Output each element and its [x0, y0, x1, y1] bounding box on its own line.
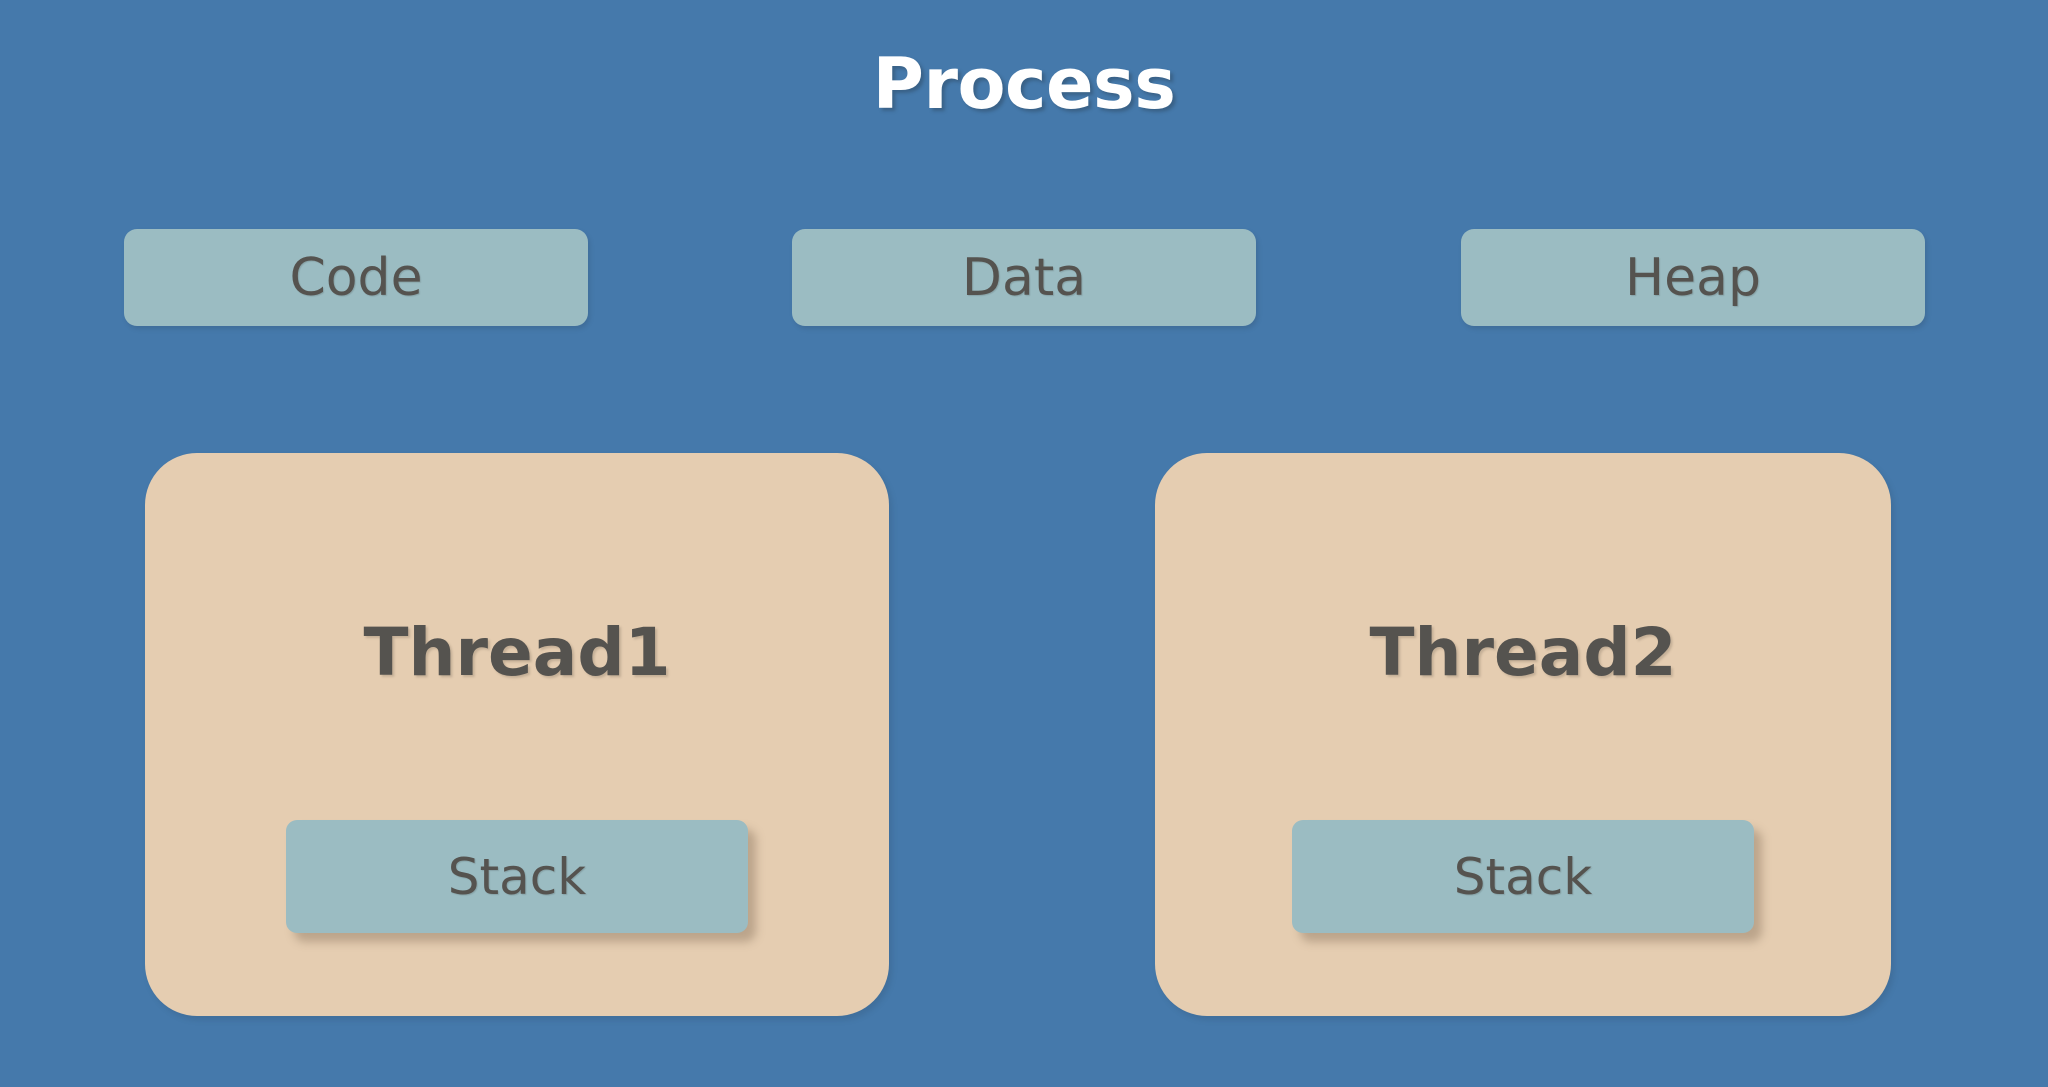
- thread2-stack-box: Stack: [1292, 820, 1754, 933]
- memory-segment-row: Code Data Heap: [0, 229, 2048, 326]
- memory-segment-code: Code: [124, 229, 588, 326]
- thread-card-thread1: Thread1 Stack: [145, 453, 889, 1016]
- memory-segment-heap-label: Heap: [1625, 247, 1761, 308]
- thread1-title: Thread1: [363, 614, 671, 691]
- thread2-stack-label: Stack: [1453, 847, 1593, 906]
- process-title: Process: [872, 43, 1176, 125]
- memory-segment-heap: Heap: [1461, 229, 1925, 326]
- memory-segment-code-label: Code: [289, 247, 423, 308]
- thread1-stack-label: Stack: [447, 847, 587, 906]
- thread-card-thread2: Thread2 Stack: [1155, 453, 1891, 1016]
- thread1-stack-box: Stack: [286, 820, 748, 933]
- memory-segment-data-label: Data: [961, 247, 1087, 308]
- memory-segment-data: Data: [792, 229, 1256, 326]
- thread2-title: Thread2: [1369, 614, 1677, 691]
